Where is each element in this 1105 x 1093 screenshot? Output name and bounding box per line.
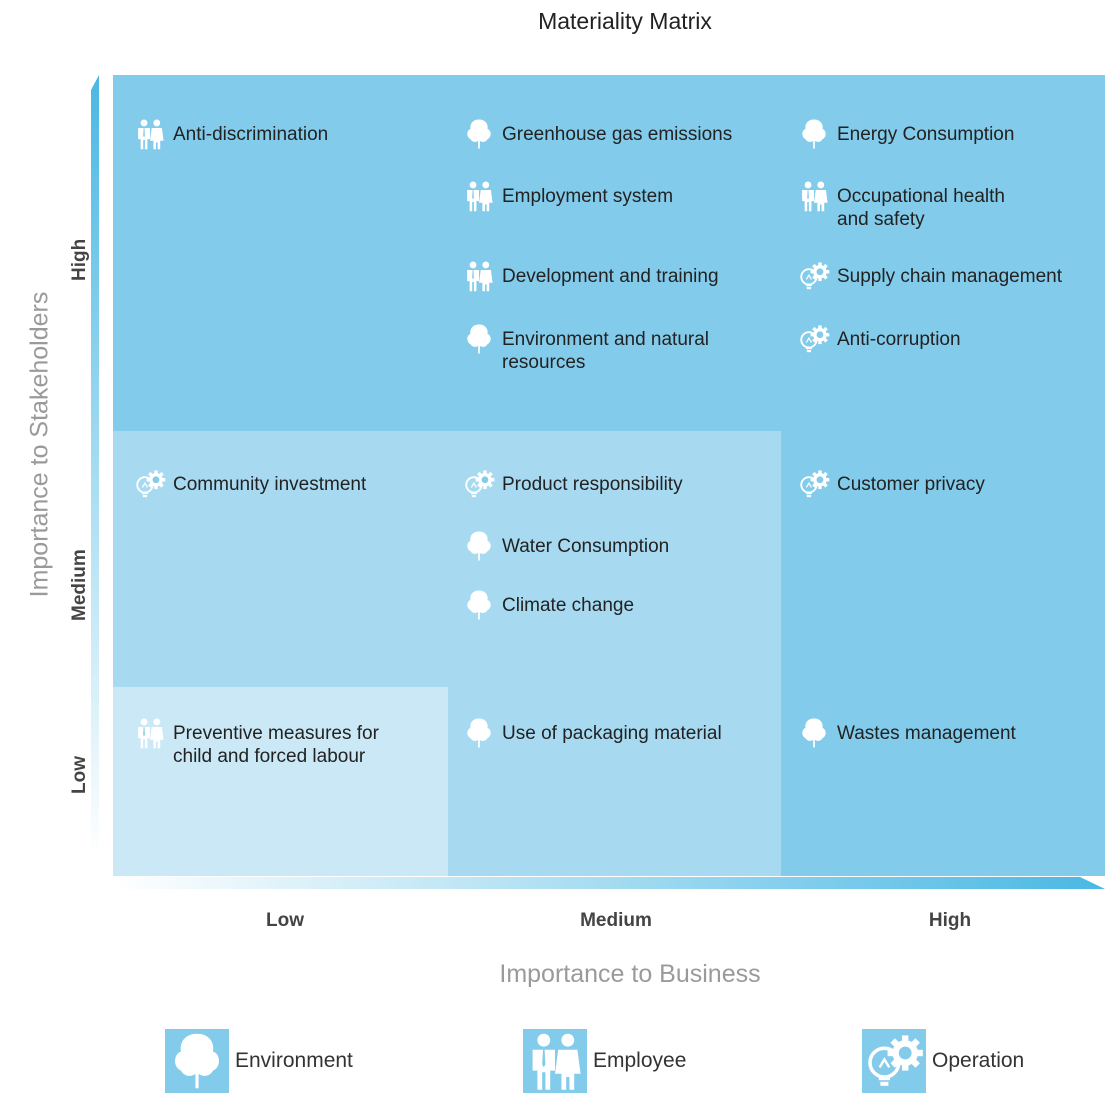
tree-icon	[462, 588, 496, 622]
y-axis-label: Importance to Stakeholders	[25, 291, 54, 598]
x-tick-low: Low	[266, 910, 304, 931]
x-axis-arrow	[113, 877, 1105, 889]
gear-bulb-icon	[797, 322, 831, 356]
x-tick-medium: Medium	[580, 910, 652, 931]
employee-icon	[523, 1029, 587, 1093]
y-tick-low: Low	[69, 756, 90, 794]
matrix-item-label: Climate change	[502, 595, 635, 616]
legend-item-operation: Operation	[862, 1029, 1024, 1093]
x-tick-high: High	[928, 910, 972, 931]
matrix-item-label: Greenhouse gas emissions	[502, 124, 733, 145]
matrix-item-label: Water Consumption	[502, 536, 670, 557]
matrix-item: Preventive measures for child and forced…	[133, 718, 379, 768]
matrix-item-label: Energy Consumption	[837, 124, 1015, 145]
x-axis-label: Importance to Business	[499, 960, 761, 988]
matrix-item-label: Customer privacy	[837, 474, 985, 495]
matrix-item-label: Wastes management	[837, 723, 1016, 744]
legend-item-environment: Environment	[165, 1029, 353, 1093]
chart-title: Materiality Matrix	[538, 8, 712, 34]
matrix-item: Energy Consumption	[797, 119, 1015, 151]
legend-label: Environment	[235, 1049, 353, 1072]
tree-icon	[462, 117, 496, 151]
employee-icon	[462, 259, 496, 293]
y-axis-arrow	[91, 75, 99, 858]
band-low	[113, 687, 448, 876]
matrix-item-label: Development and training	[502, 266, 719, 287]
gear-bulb-icon	[862, 1029, 926, 1093]
matrix-item: Customer privacy	[797, 470, 985, 501]
matrix-item-label: Use of packaging material	[502, 723, 722, 744]
matrix-item: Employment system	[462, 181, 674, 213]
tree-icon	[462, 529, 496, 563]
matrix-item: Anti-corruption	[797, 325, 961, 356]
tree-icon	[462, 322, 496, 356]
matrix-item: Climate change	[462, 590, 635, 622]
gear-bulb-icon	[133, 467, 167, 501]
gear-bulb-icon	[462, 467, 496, 501]
employee-icon	[797, 179, 831, 213]
tree-icon	[797, 716, 831, 750]
matrix-item: Greenhouse gas emissions	[462, 119, 733, 151]
employee-icon	[133, 716, 167, 750]
matrix-item: Water Consumption	[462, 531, 670, 563]
matrix-item: Development and training	[462, 261, 719, 293]
matrix-item-label: Community investment	[173, 474, 367, 495]
matrix-item-label: Supply chain management	[837, 266, 1062, 287]
matrix-item-label: Employment system	[502, 186, 674, 207]
legend-label: Employee	[593, 1049, 687, 1072]
y-tick-medium: Medium	[69, 549, 90, 621]
y-tick-high: High	[69, 238, 90, 281]
matrix-item-label: Product responsibility	[502, 474, 683, 495]
tree-icon	[462, 716, 496, 750]
matrix-item-label: Occupational health and safety	[837, 186, 1005, 230]
matrix-item: Occupational health and safety	[797, 181, 1005, 231]
legend-item-employee: Employee	[523, 1029, 686, 1093]
matrix-item-label: Environment and natural resources	[502, 329, 710, 373]
matrix-item-label: Anti-discrimination	[173, 124, 329, 145]
matrix-item-label: Anti-corruption	[837, 329, 961, 350]
matrix-item: Use of packaging material	[462, 718, 722, 750]
matrix-item: Wastes management	[797, 718, 1016, 750]
employee-icon	[462, 179, 496, 213]
tree-icon	[797, 117, 831, 151]
gear-bulb-icon	[797, 259, 831, 293]
matrix-item: Supply chain management	[797, 262, 1062, 293]
matrix-item: Anti-discrimination	[133, 119, 329, 151]
matrix-item: Environment and natural resources	[462, 324, 710, 374]
employee-icon	[133, 117, 167, 151]
tree-icon	[165, 1029, 229, 1093]
matrix-item: Community investment	[133, 470, 367, 501]
matrix-item-label: Preventive measures for child and forced…	[173, 723, 379, 767]
legend-label: Operation	[932, 1049, 1025, 1072]
gear-bulb-icon	[797, 467, 831, 501]
matrix-item: Product responsibility	[462, 470, 683, 501]
